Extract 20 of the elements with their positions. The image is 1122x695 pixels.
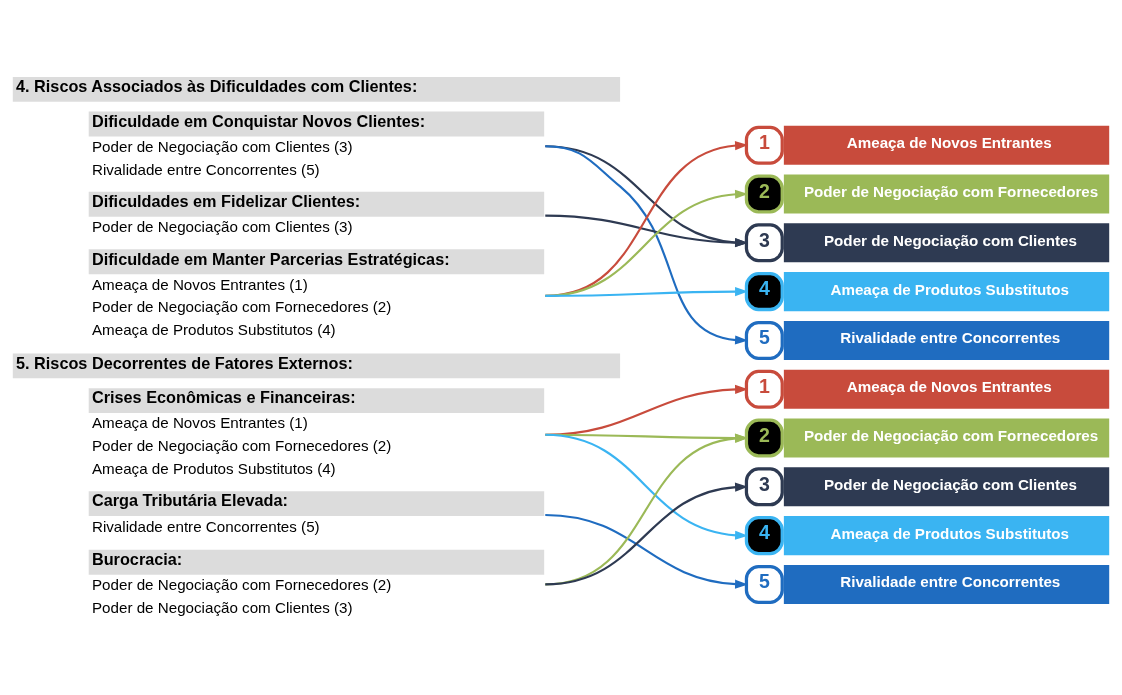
node-box: 4. Riscos Associados às Dificuldades com Clientes: — [12, 76, 621, 102]
node-label: Rivalidade entre Concorrentes (5) — [91, 160, 320, 178]
node-box: Dificuldade em Manter Parcerias Estratégicas: — [88, 248, 545, 274]
node-label: Ameaça de Produtos Substitutos (4) — [91, 320, 336, 338]
node-label: Ameaça de Novos Entrantes (1) — [91, 275, 308, 293]
node-label: Ameaça de Produtos Substitutos (4) — [91, 459, 336, 477]
node-label: Poder de Negociação com Fornecedores (2) — [91, 297, 392, 315]
node-label: Rivalidade entre Concorrentes (5) — [91, 516, 320, 534]
node-box: Carga Tributária Elevada: — [88, 490, 545, 516]
node-label: Ameaça de Novos Entrantes (1) — [91, 413, 308, 431]
node-label: Poder de Negociação com Clientes (3) — [91, 217, 353, 235]
node-label: Poder de Negociação com Fornecedores (2) — [91, 575, 392, 593]
node-label: Poder de Negociação com Fornecedores (2) — [91, 436, 392, 454]
node-box: 5. Riscos Decorrentes de Fatores Externos: — [12, 352, 621, 378]
node-label: Poder de Negociação com Clientes (3) — [91, 598, 353, 616]
node-box: Burocracia: — [88, 549, 545, 575]
node-label: Poder de Negociação com Clientes (3) — [91, 137, 353, 155]
node-box: Dificuldades em Fidelizar Clientes: — [88, 191, 545, 217]
node-box: Crises Econômicas e Financeiras: — [88, 387, 545, 413]
node-box: Dificuldade em Conquistar Novos Clientes: — [88, 111, 545, 137]
